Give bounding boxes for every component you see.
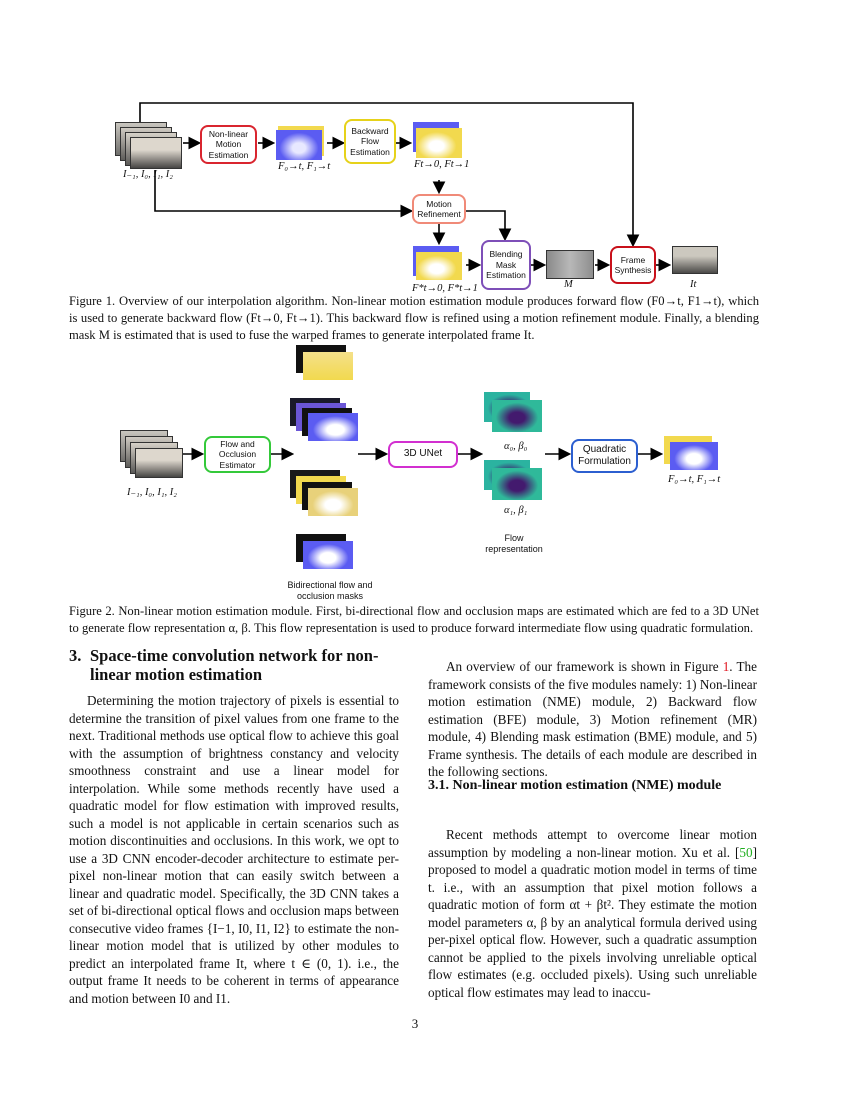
label-backward-flow: Ft→0, Ft→1 <box>414 159 470 170</box>
label-bidirectional-flow: Bidirectional flow and occlusion masks <box>287 580 373 601</box>
flow-map <box>303 352 353 380</box>
blending-mask-image <box>546 250 594 279</box>
label-mask: M <box>564 279 573 290</box>
right-column-intro: An overview of our framework is shown in… <box>428 658 757 781</box>
label-alpha0-beta0: α₀, β₀ <box>504 441 528 452</box>
box-nonlinear-motion-estimation: Non-linear Motion Estimation <box>200 125 257 164</box>
box-quadratic-formulation: Quadratic Formulation <box>571 439 638 473</box>
flow-map <box>670 442 718 470</box>
nme-text-a: Recent methods attempt to overcome linea… <box>428 827 757 860</box>
subsection-heading: 3.1. Non-linear motion estimation (NME) … <box>428 778 722 793</box>
flow-map <box>308 413 358 441</box>
box-frame-synthesis: Frame Synthesis <box>610 246 656 284</box>
nme-paragraph: Recent methods attempt to overcome linea… <box>428 826 757 1001</box>
beta1-map <box>492 468 542 500</box>
box-flow-occlusion-estimator: Flow and Occlusion Estimator <box>204 436 271 473</box>
right-column-nme: Recent methods attempt to overcome linea… <box>428 826 757 1001</box>
section-number: 3. <box>69 646 82 665</box>
label-forward-flow: F₀→t, F₁→t <box>278 161 331 172</box>
section-title: Space-time convolution network for non-l… <box>90 646 379 684</box>
citation-link[interactable]: 50 <box>739 844 753 860</box>
label-input-frames: I₋₁, I₀, I₁, I₂ <box>123 169 173 180</box>
figure-1-caption: Figure 1. Overview of our interpolation … <box>69 294 759 342</box>
figure-1-connectors <box>139 102 672 272</box>
beta0-map <box>492 400 542 432</box>
figure-ref-link[interactable]: 1 <box>722 659 730 674</box>
flow-map <box>416 252 462 280</box>
input-frame <box>130 137 182 169</box>
output-frame-image <box>672 246 718 274</box>
label-refined-flow: F*t→0, F*t→1 <box>412 283 478 294</box>
section-heading: 3. Space-time convolution network for no… <box>69 646 399 684</box>
input-frame <box>135 448 183 478</box>
intro-text-a: An overview of our framework is shown in… <box>446 659 723 674</box>
figure-2-caption: Figure 2. Non-linear motion estimation m… <box>69 604 759 635</box>
label-flow-representation: Flow representation <box>485 533 543 554</box>
left-column: Determining the motion trajectory of pix… <box>69 692 399 1007</box>
label-output-frame: It <box>690 279 697 290</box>
figure-2-connectors <box>172 447 664 461</box>
flow-map <box>303 541 353 569</box>
box-3d-unet: 3D UNet <box>388 441 458 468</box>
left-paragraph: Determining the motion trajectory of pix… <box>69 693 399 1006</box>
intro-paragraph: An overview of our framework is shown in… <box>428 658 757 781</box>
flow-map <box>276 130 322 160</box>
label-alpha1-beta1: α₁, β₁ <box>504 505 528 516</box>
intro-text-b: . The framework consists of the five mod… <box>428 659 757 779</box>
flow-map <box>416 128 462 158</box>
fig2-label-forward-flow: F₀→t, F₁→t <box>668 474 721 485</box>
nme-text-b: ] proposed to model a quadratic motion m… <box>428 844 757 1000</box>
flow-map <box>308 488 358 516</box>
fig2-label-inputs: I₋₁, I₀, I₁, I₂ <box>127 487 177 498</box>
box-blending-mask-estimation: Blending Mask Estimation <box>481 240 531 290</box>
page-number: 3 <box>411 1016 419 1031</box>
box-motion-refinement: Motion Refinement <box>412 194 466 224</box>
box-backward-flow-estimation: Backward Flow Estimation <box>344 119 396 164</box>
